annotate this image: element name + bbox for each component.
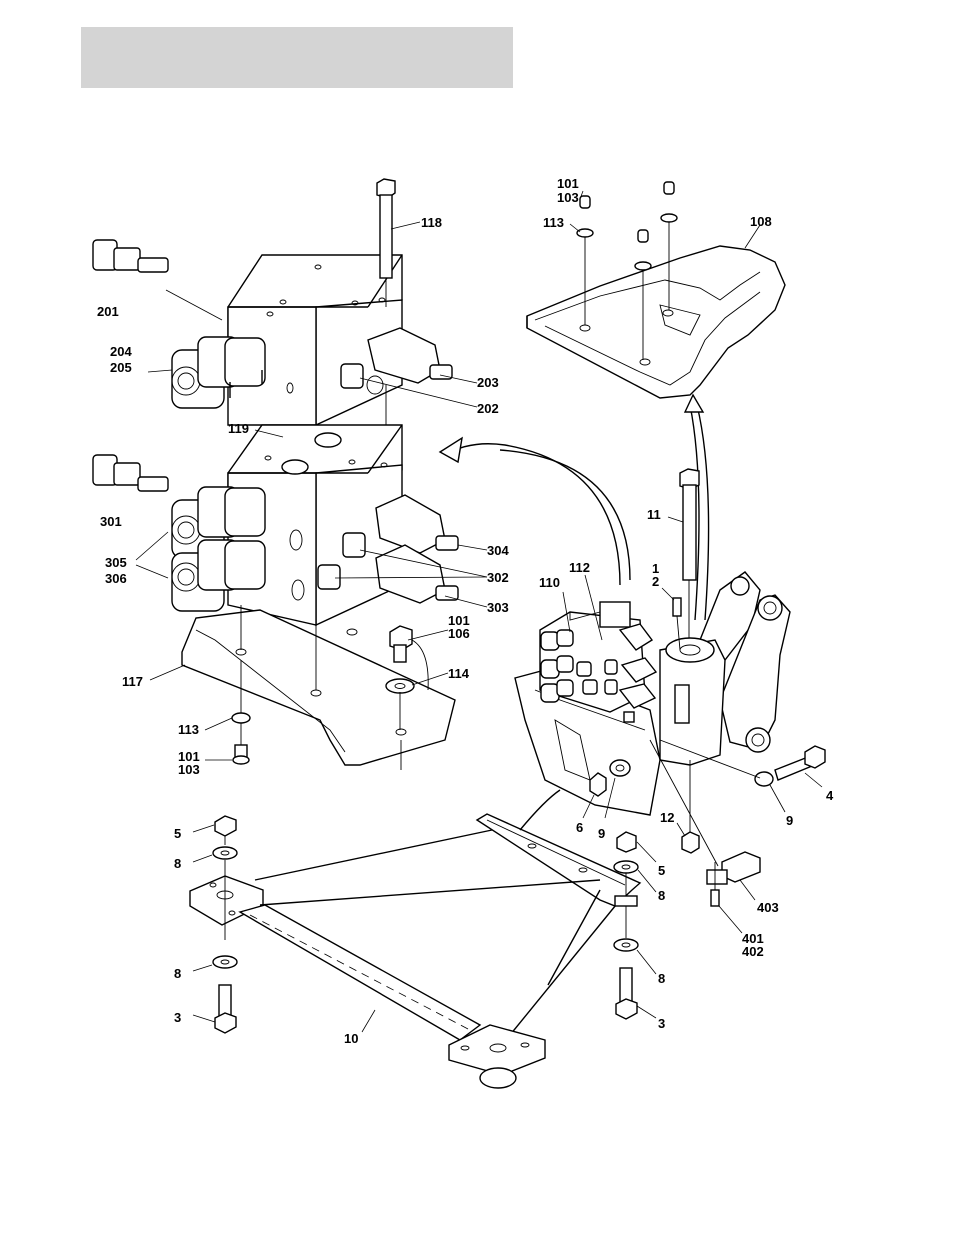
base-hardware-left (213, 816, 237, 1033)
callout-114: 114 (448, 666, 470, 681)
callout-303: 303 (487, 600, 509, 615)
callout-101-seat: 101 (557, 176, 579, 191)
upper-valve-block (93, 240, 452, 425)
callout-118: 118 (421, 215, 442, 230)
callout-2: 2 (652, 574, 659, 589)
callout-113-lower: 113 (178, 722, 199, 737)
cartridge-301 (93, 455, 168, 491)
callout-402: 402 (742, 944, 764, 959)
bolt-11 (680, 469, 699, 645)
callout-5-right: 5 (658, 863, 665, 878)
callout-110: 110 (539, 575, 560, 590)
callout-302: 302 (487, 570, 509, 585)
callout-201: 201 (97, 304, 119, 319)
callout-112: 112 (569, 560, 590, 575)
lower-valve-block (93, 425, 458, 625)
callout-11: 11 (647, 507, 661, 522)
callout-305: 305 (105, 555, 127, 570)
callout-204: 204 (110, 344, 132, 359)
callout-203: 203 (477, 375, 499, 390)
washer-113 (232, 713, 250, 723)
callout-117: 117 (122, 674, 143, 689)
callout-202: 202 (477, 401, 499, 416)
callout-301: 301 (100, 514, 122, 529)
callout-119: 119 (228, 421, 249, 436)
seat-bottom-108 (527, 246, 785, 398)
callout-6: 6 (576, 820, 583, 835)
base-frame-10 (190, 790, 640, 1088)
callout-5-left: 5 (174, 826, 181, 841)
callout-106: 106 (448, 626, 470, 641)
base-hardware-right (614, 832, 638, 1019)
callout-10: 10 (344, 1031, 358, 1046)
callout-12: 12 (660, 810, 674, 825)
callout-108: 108 (750, 214, 772, 229)
callout-113-seat: 113 (543, 215, 564, 230)
callout-8-left-upper: 8 (174, 856, 181, 871)
callout-306: 306 (105, 571, 127, 586)
callout-4: 4 (826, 788, 834, 803)
callout-304: 304 (487, 543, 509, 558)
bolt-101-103-lower (233, 745, 249, 764)
callout-9-left: 9 (598, 826, 605, 841)
callout-103-lower: 103 (178, 762, 200, 777)
callout-403: 403 (757, 900, 779, 915)
callout-3-right: 3 (658, 1016, 665, 1031)
callout-9-right: 9 (786, 813, 793, 828)
callout-8-right-upper: 8 (658, 888, 665, 903)
callout-8-left-lower: 8 (174, 966, 181, 981)
callout-205: 205 (110, 360, 132, 375)
callout-103-seat: 103 (557, 190, 579, 205)
callout-8-right-lower: 8 (658, 971, 665, 986)
callout-3-left: 3 (174, 1010, 181, 1025)
